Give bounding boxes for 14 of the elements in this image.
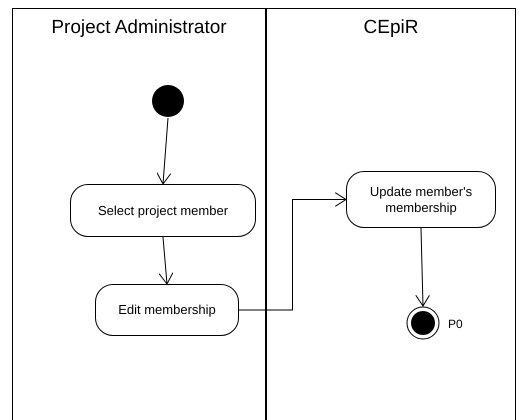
action-box: Select project member (70, 184, 256, 237)
control-flow-arrow (415, 228, 430, 306)
swimlane (12, 8, 266, 420)
control-flow-arrow (156, 118, 172, 184)
control-flow-arrow (238, 192, 346, 310)
lane-heading: CEpiR (362, 17, 420, 39)
final-node (406, 306, 440, 340)
control-flow-arrow (158, 236, 174, 284)
action-box: Update member's membership (346, 171, 496, 228)
initial-node (151, 84, 185, 118)
lane-heading: Project Administrator (50, 17, 228, 39)
action-box: Edit membership (95, 284, 239, 336)
swimlane (266, 8, 516, 420)
node-caption: P0 (448, 317, 463, 331)
